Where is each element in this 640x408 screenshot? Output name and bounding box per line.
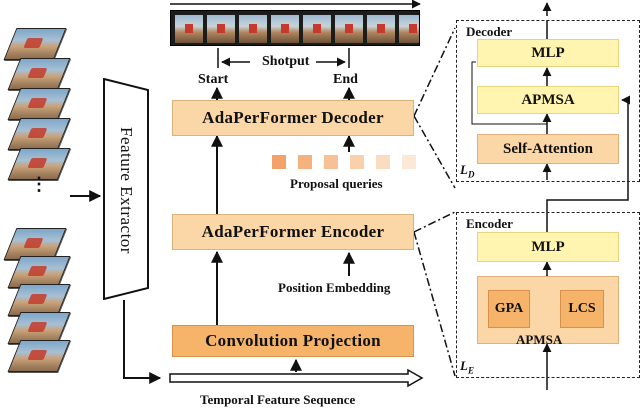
- ellipsis-dots: ⋮: [30, 174, 48, 194]
- gpa-block: GPA: [488, 290, 530, 328]
- proposal-query-token: [350, 155, 364, 169]
- temporal-feature-sequence-label: Temporal Feature Sequence: [200, 392, 356, 407]
- encoder-layer-label: LE: [460, 358, 474, 376]
- decoder-panel-title: Decoder: [466, 24, 513, 39]
- encoder-mlp-block: MLP: [477, 232, 619, 262]
- proposal-query-token: [272, 155, 286, 169]
- proposal-query-token: [324, 155, 338, 169]
- decoder-layer-letter: L: [460, 162, 468, 177]
- encoder-layer-sub: E: [467, 365, 474, 376]
- proposal-queries-label: Proposal queries: [290, 176, 383, 191]
- proposal-query-token: [298, 155, 312, 169]
- feature-extractor-label: Feature Extractor: [117, 126, 136, 254]
- encoder-apmsa-label: APMSA: [516, 332, 563, 347]
- lcs-block: LCS: [560, 290, 604, 328]
- position-embedding-label: Position Embedding: [278, 280, 391, 295]
- convolution-projection-block: Convolution Projection: [172, 325, 414, 357]
- decoder-layer-sub: D: [467, 169, 475, 180]
- proposal-query-token: [376, 155, 390, 169]
- decoder-self-attention-block: Self-Attention: [477, 134, 619, 164]
- encoder-panel-title: Encoder: [466, 216, 513, 231]
- end-label: End: [333, 72, 358, 87]
- shotput-label: Shotput: [262, 54, 310, 69]
- proposal-query-token: [402, 155, 416, 169]
- decoder-layer-label: LD: [460, 162, 474, 180]
- output-film-strip: [170, 10, 420, 46]
- encoder-layer-letter: L: [460, 358, 468, 373]
- decoder-apmsa-block: APMSA: [477, 86, 619, 114]
- decoder-mlp-block: MLP: [477, 39, 619, 67]
- adaperformer-decoder-block: AdaPerFormer Decoder: [172, 100, 414, 136]
- start-label: Start: [198, 72, 229, 87]
- feature-extractor-shape: [103, 78, 149, 300]
- adaperformer-encoder-block: AdaPerFormer Encoder: [172, 214, 414, 250]
